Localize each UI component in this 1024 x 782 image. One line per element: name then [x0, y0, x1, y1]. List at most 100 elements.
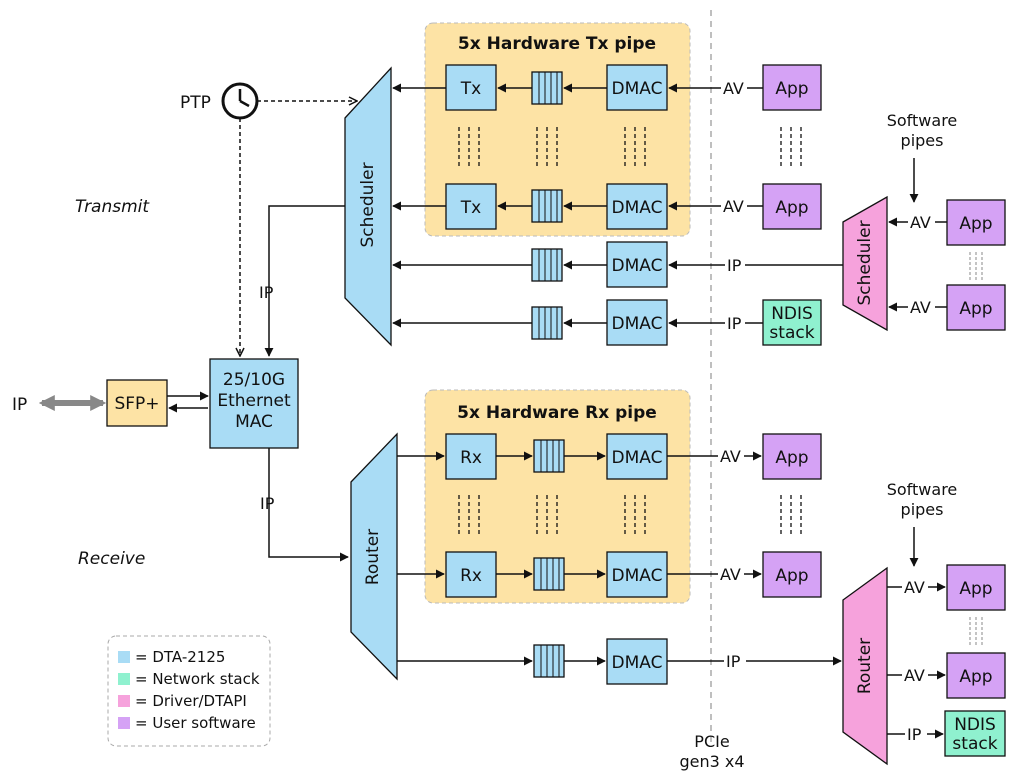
tx-dmac-1-label: DMAC [612, 79, 663, 99]
receive-label: Receive [78, 549, 145, 569]
tx-ndis-stack [762, 299, 822, 346]
tx-dmac-4-label: DMAC [612, 314, 663, 334]
rx-ndis-line1: NDIS [954, 715, 996, 735]
tx-app-2 [762, 183, 822, 230]
rx-ip-label: IP [260, 494, 275, 513]
sw-tx-app-2-label: App [959, 299, 992, 319]
mac-line1: 25/10G [223, 370, 285, 390]
legend-swatch-0 [118, 651, 130, 663]
rx-app-1-label: App [775, 448, 808, 468]
legend-item-1: = Network stack [135, 670, 260, 688]
tx-dmac-3 [606, 241, 668, 288]
tx-block-1 [445, 64, 497, 111]
tx-fifo-2-icon [531, 189, 563, 223]
rx-app-2-label: App [775, 566, 808, 586]
hw-scheduler-label: Scheduler [358, 162, 378, 247]
transmit-label: Transmit [75, 197, 150, 217]
legend-swatch-1 [118, 673, 130, 685]
tx-dmac-1 [606, 64, 668, 111]
tx-ndis-line1: NDIS [771, 304, 813, 324]
rx-fifo-3-icon [533, 644, 565, 678]
ethernet-mac [209, 358, 299, 449]
rx-fifo-2-icon [533, 557, 565, 591]
legend-item-2: = Driver/DTAPI [135, 692, 247, 710]
rx-software-pipes-line1: Software [887, 480, 958, 499]
rx-pipe-title: 5x Hardware Rx pipe [457, 403, 657, 423]
tx-app-1-label: App [775, 79, 808, 99]
rx-ndis-line2: stack [952, 734, 997, 754]
sw-tx-app-2 [946, 284, 1006, 331]
rx-app-1 [762, 433, 822, 480]
sfp-module [106, 379, 168, 427]
tx-software-pipes-line1: Software [887, 111, 958, 130]
sfp-label: SFP+ [114, 394, 159, 414]
sw-av-label-1: AV [910, 213, 931, 232]
tx-ndis-line2: stack [769, 323, 814, 343]
rx-pipe-ellipsis [458, 495, 802, 537]
sw-scheduler-label: Scheduler [855, 220, 875, 305]
rx-av-label-1: AV [720, 447, 741, 466]
rx-dmac-3 [606, 638, 668, 685]
mac-line3: MAC [235, 412, 273, 432]
tx-dmac-2-label: DMAC [612, 198, 663, 218]
tx-ip-label-4: IP [727, 314, 742, 333]
rx-dmac-1 [606, 433, 668, 480]
tx-dmac-2 [606, 183, 668, 230]
ptp-label: PTP [180, 93, 211, 113]
rx-ip-label-3: IP [726, 652, 741, 671]
sw-router-label: Router [855, 638, 875, 694]
sw-rx-av-label-1: AV [904, 578, 925, 597]
sw-rx-av-label-2: AV [904, 666, 925, 685]
tx-app-2-label: App [775, 198, 808, 218]
sw-av-label-2: AV [910, 298, 931, 317]
sw-router [842, 566, 888, 766]
tx-ip-label: IP [259, 283, 274, 302]
rx-block-2 [445, 551, 497, 598]
rx-app-2 [762, 551, 822, 598]
pcie-label-line2: gen3 x4 [679, 752, 744, 771]
sw-rx-app-2 [946, 652, 1006, 699]
sw-rx-app-2-label: App [959, 667, 992, 687]
rx-ndis-stack [944, 710, 1006, 757]
tx-av-label-2: AV [723, 197, 744, 216]
tx-fifo-4-icon [531, 306, 563, 340]
legend-swatch-3 [118, 717, 130, 729]
legend-item-0: = DTA-2125 [135, 648, 225, 666]
legend-swatch-2 [118, 695, 130, 707]
rx-block-2-label: Rx [460, 566, 482, 586]
tx-ip-label-3: IP [727, 256, 742, 275]
sw-rx-ellipsis [969, 617, 983, 645]
tx-fifo-3-icon [531, 248, 563, 282]
pcie-label-line1: PCIe [694, 732, 729, 751]
rx-fifo-1-icon [533, 439, 565, 473]
rx-dmac-2-label: DMAC [612, 566, 663, 586]
ptp-clock-icon [221, 82, 259, 120]
rx-av-label-2: AV [720, 565, 741, 584]
tx-av-label-1: AV [723, 79, 744, 98]
rx-dmac-3-label: DMAC [612, 653, 663, 673]
sw-tx-ellipsis [969, 252, 983, 280]
tx-fifo-1-icon [531, 71, 563, 105]
legend [107, 635, 271, 747]
sw-scheduler [842, 195, 888, 332]
hw-router-label: Router [363, 529, 383, 585]
rx-block-1-label: Rx [460, 448, 482, 468]
tx-block-2-label: Tx [460, 198, 481, 218]
rx-software-pipes-line2: pipes [901, 500, 944, 519]
tx-app-1 [762, 64, 822, 111]
sw-rx-ip-label: IP [907, 725, 922, 744]
tx-dmac-3-label: DMAC [612, 256, 663, 276]
sw-rx-app-1 [946, 564, 1006, 611]
rx-block-1 [445, 433, 497, 480]
tx-software-pipes-line2: pipes [901, 131, 944, 150]
rx-dmac-2 [606, 551, 668, 598]
tx-block-2 [445, 183, 497, 230]
mac-line2: Ethernet [217, 391, 291, 411]
legend-item-3: = User software [135, 714, 256, 732]
sw-rx-app-1-label: App [959, 579, 992, 599]
hw-router [350, 432, 398, 681]
tx-pipe-title: 5x Hardware Tx pipe [458, 34, 656, 54]
sw-tx-app-1-label: App [959, 214, 992, 234]
tx-block-1-label: Tx [460, 79, 481, 99]
